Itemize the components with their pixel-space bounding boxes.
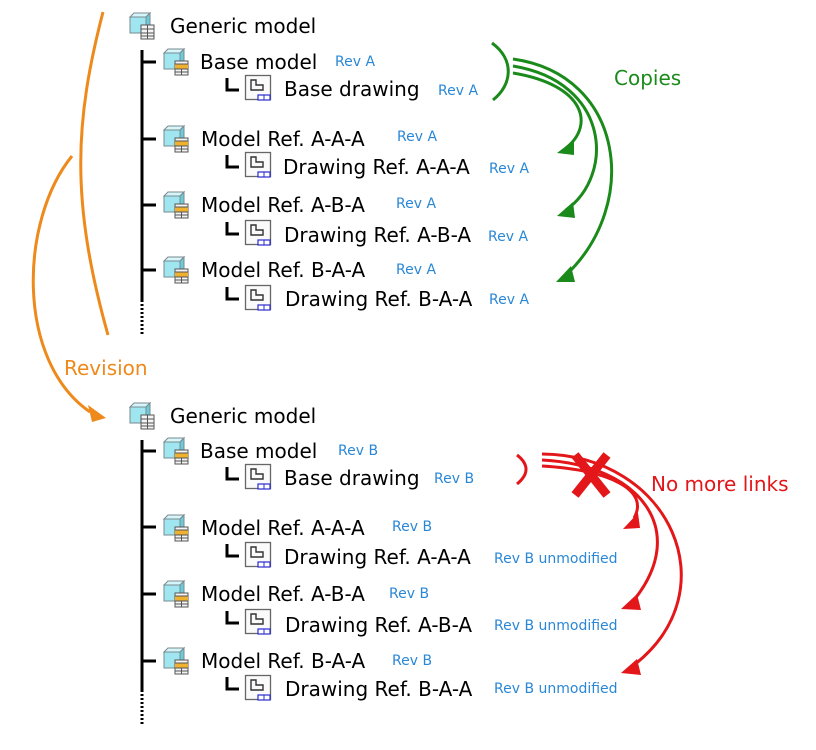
- model-icon: [162, 47, 190, 76]
- revision-tag: Rev A: [489, 161, 530, 177]
- leaf-connector: [225, 611, 239, 625]
- tree-2-connectors: [140, 440, 239, 725]
- tree-root-label: Generic model: [170, 404, 317, 428]
- broken-link-arrowhead: [621, 594, 641, 610]
- model-label: Base model: [200, 439, 318, 463]
- leaf-connector: [225, 287, 239, 301]
- drawing-icon: [244, 74, 272, 102]
- model-label: Model Ref. B-A-A: [201, 258, 366, 282]
- model-icon: [162, 579, 190, 608]
- drawing-icon: [244, 541, 272, 569]
- no-more-links-label: No more links: [651, 472, 789, 496]
- copy-arrowhead: [556, 266, 575, 282]
- copies-arrows: [491, 41, 614, 282]
- revision-tag: Rev A: [438, 83, 479, 99]
- tree-root-label: Generic model: [170, 14, 317, 38]
- leaf-connector: [225, 467, 239, 481]
- model-label: Model Ref. A-A-A: [201, 516, 365, 540]
- revision-tag: Rev A: [396, 262, 437, 278]
- leaf-connector: [225, 222, 239, 236]
- revision-brace: [79, 11, 110, 336]
- broken-link-arrow-line: [541, 452, 683, 667]
- revision-tag: Rev B: [338, 443, 379, 459]
- generic-model-icon: [128, 401, 156, 430]
- model-label: Model Ref. A-B-A: [201, 193, 365, 217]
- revision-arrow-line: [31, 155, 91, 414]
- drawing-icon: [244, 151, 272, 179]
- drawing-icon: [244, 463, 272, 491]
- copy-arrowhead: [557, 202, 575, 218]
- copy-arrow-line: [512, 64, 598, 212]
- model-icon: [162, 255, 190, 284]
- copies-brace: [491, 41, 510, 102]
- revision-tag: Rev A: [397, 129, 438, 145]
- model-icon: [162, 124, 190, 153]
- broken-links-brace: [516, 453, 528, 486]
- drawing-label: Base drawing: [284, 77, 420, 101]
- drawing-icon: [244, 284, 272, 312]
- model-label: Model Ref. A-A-A: [201, 127, 365, 151]
- model-icon: [162, 436, 190, 465]
- revision-tag: Rev B: [392, 519, 433, 535]
- leaf-connector: [225, 677, 239, 691]
- copy-arrow-line: [512, 57, 614, 277]
- broken-link-arrowhead: [621, 659, 641, 675]
- model-icon: [162, 646, 190, 675]
- revision-tag: Rev B unmodified: [494, 681, 618, 697]
- revision-arrow: [31, 11, 110, 422]
- drawing-label: Drawing Ref. B-A-A: [285, 287, 473, 311]
- drawing-label: Drawing Ref. A-B-A: [285, 613, 473, 637]
- revision-tag: Rev B unmodified: [494, 618, 618, 634]
- model-icon: [162, 190, 190, 219]
- model-label: Model Ref. B-A-A: [201, 649, 366, 673]
- cross-icon: [571, 452, 611, 498]
- drawing-label: Drawing Ref. A-B-A: [284, 223, 472, 247]
- broken-link-arrowhead: [623, 513, 640, 529]
- copy-arrowhead: [557, 140, 574, 155]
- copies-label: Copies: [614, 66, 682, 90]
- revision-arrowhead: [88, 405, 106, 422]
- tree-1-connectors: [140, 50, 239, 335]
- drawing-icon: [244, 608, 272, 636]
- model-label: Base model: [200, 50, 318, 74]
- revision-tag: Rev B: [389, 586, 430, 602]
- drawing-icon: [244, 674, 272, 702]
- leaf-connector: [225, 155, 239, 169]
- revision-tag: Rev A: [335, 54, 376, 70]
- revision-label: Revision: [64, 356, 148, 380]
- revision-tag: Rev B: [434, 471, 475, 487]
- revision-tag: Rev A: [396, 196, 437, 212]
- broken-links-arrows: [516, 452, 683, 675]
- revision-tag: Rev A: [488, 229, 529, 245]
- drawing-label: Drawing Ref. A-A-A: [284, 545, 471, 569]
- drawing-label: Base drawing: [284, 466, 420, 490]
- leaf-connector: [225, 544, 239, 558]
- revision-tag: Rev B unmodified: [494, 551, 618, 567]
- leaf-connector: [225, 78, 239, 92]
- generic-model-icon: [128, 11, 156, 40]
- drawing-label: Drawing Ref. B-A-A: [285, 677, 473, 701]
- revision-tag: Rev A: [489, 292, 530, 308]
- drawing-icon: [244, 219, 272, 247]
- drawing-label: Drawing Ref. A-A-A: [283, 155, 470, 179]
- model-icon: [162, 513, 190, 542]
- broken-link-arrow-line: [541, 458, 659, 601]
- model-label: Model Ref. A-B-A: [201, 582, 365, 606]
- copy-arrow-line: [512, 71, 583, 150]
- revision-tag: Rev B: [392, 653, 433, 669]
